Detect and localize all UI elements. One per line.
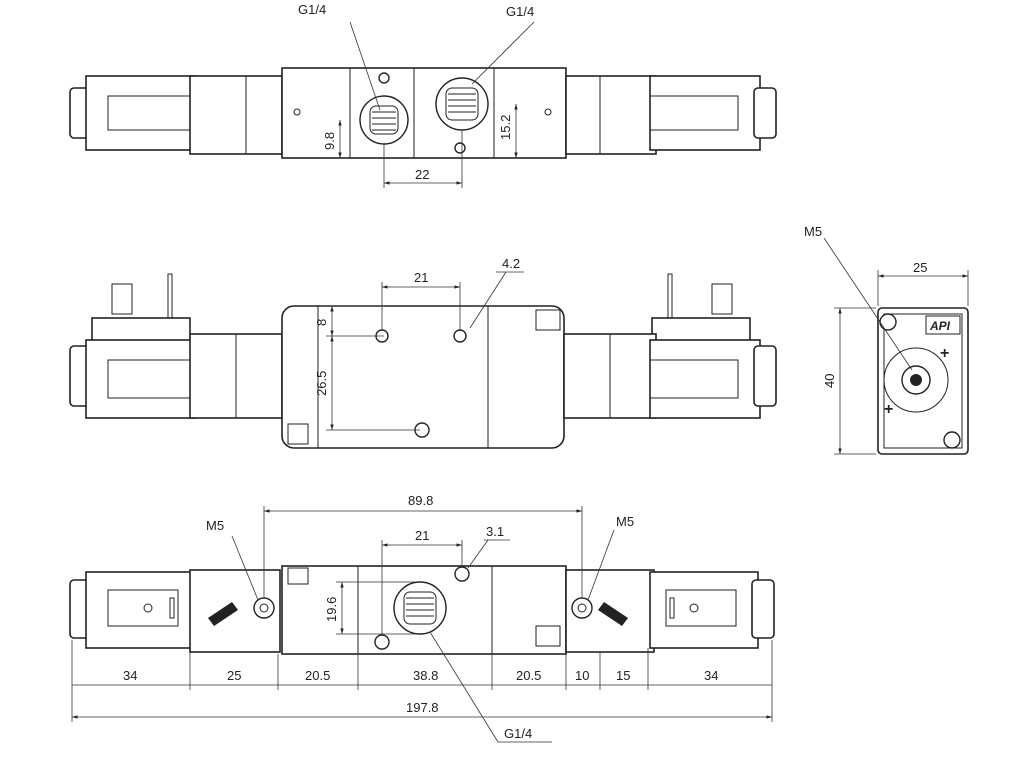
bottom-view: 89.8 M5 M5 21 3.1 19.6 G1/4 34 25 20.5 3…: [69, 493, 775, 743]
total-length: 197.8: [406, 700, 439, 715]
side-height-label: 40: [822, 374, 837, 388]
bottom-thread-right: M5: [616, 514, 634, 529]
top-port-left: [359, 95, 409, 145]
front-right-connector: [651, 273, 751, 345]
top-port-right-label: G1/4: [506, 4, 534, 19]
front-dim-top-offset: 8: [314, 319, 329, 326]
svg-text:+: +: [884, 401, 893, 418]
side-width-label: 25: [913, 260, 927, 275]
side-dimensions: [823, 237, 969, 455]
segment-6: 10: [575, 668, 589, 683]
bottom-port-label: G1/4: [504, 726, 532, 741]
bottom-dim-ports: 89.8: [408, 493, 433, 508]
top-view: G1/4 G1/4 22 9.8 15.2: [69, 2, 777, 188]
segment-7: 15: [616, 668, 630, 683]
front-view: 21 4.2 8 26.5: [69, 256, 777, 449]
bottom-dimensions: [71, 506, 773, 743]
segment-2: 25: [227, 668, 241, 683]
bottom-dim-hole-dia: 3.1: [486, 524, 504, 539]
top-dim-right-height: 15.2: [498, 115, 513, 140]
top-left-solenoid: [69, 75, 283, 155]
bottom-thread-left: M5: [206, 518, 224, 533]
side-manual-override: [883, 347, 949, 413]
bottom-dim-hole-spacing: 21: [415, 528, 429, 543]
segment-8: 34: [704, 668, 718, 683]
svg-text:+: +: [940, 345, 949, 362]
bottom-dim-port-height: 19.6: [324, 597, 339, 622]
bottom-m5-right: [571, 597, 593, 619]
segment-1: 34: [123, 668, 137, 683]
top-right-solenoid: [565, 75, 777, 155]
side-view: API + + M5 25 40: [804, 224, 969, 455]
top-dim-port-spacing: 22: [415, 167, 429, 182]
side-brand-plate: [925, 315, 961, 335]
front-dim-hole-dia: 4.2: [502, 256, 520, 271]
top-valve-body: [281, 67, 567, 159]
front-dim-hole-spacing: 21: [414, 270, 428, 285]
bottom-port: [393, 581, 447, 635]
front-dim-hole-vertical: 26.5: [314, 371, 329, 396]
top-dim-left-height: 9.8: [322, 132, 337, 150]
segment-5: 20.5: [516, 668, 541, 683]
bottom-m5-left: [253, 597, 275, 619]
front-dimensions: [326, 271, 524, 431]
top-port-right: [435, 77, 489, 131]
segment-4: 38.8: [413, 668, 438, 683]
side-thread-label: M5: [804, 224, 822, 239]
side-brand: API: [929, 319, 951, 333]
top-dimensions: [338, 21, 535, 188]
segment-3: 20.5: [305, 668, 330, 683]
top-port-left-label: G1/4: [298, 2, 326, 17]
front-left-connector: [91, 273, 191, 345]
